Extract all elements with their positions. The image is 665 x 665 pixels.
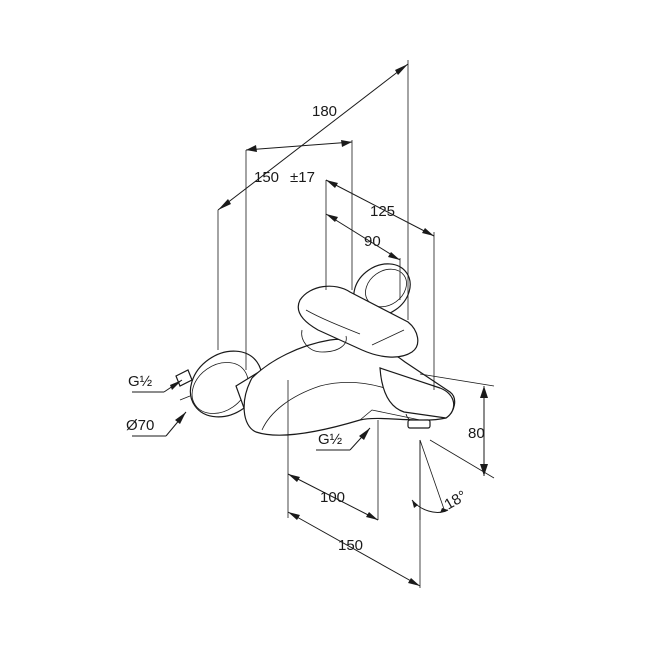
spout xyxy=(379,367,455,419)
label-thread-left: G½ xyxy=(128,373,153,390)
lever-handle xyxy=(297,285,419,358)
dim-80: 80 xyxy=(468,425,485,442)
dimension-lines xyxy=(217,63,488,587)
dim-150-spout: 150 xyxy=(338,537,363,554)
faucet-outline xyxy=(175,263,456,436)
dim-tolerance: ±17 xyxy=(290,169,315,186)
leader-lines xyxy=(132,379,371,451)
dim-100: 100 xyxy=(320,489,345,506)
dim-90: 90 xyxy=(364,233,381,250)
extension-lines xyxy=(217,60,495,588)
callout-labels: G½ Ø70 G½ xyxy=(126,373,343,448)
dim-125: 125 xyxy=(370,203,395,220)
dim-180: 180 xyxy=(312,103,337,120)
dim-150: 150 xyxy=(254,169,279,186)
label-flange-diameter: Ø70 xyxy=(126,417,154,434)
label-thread-outlet: G½ xyxy=(318,431,343,448)
